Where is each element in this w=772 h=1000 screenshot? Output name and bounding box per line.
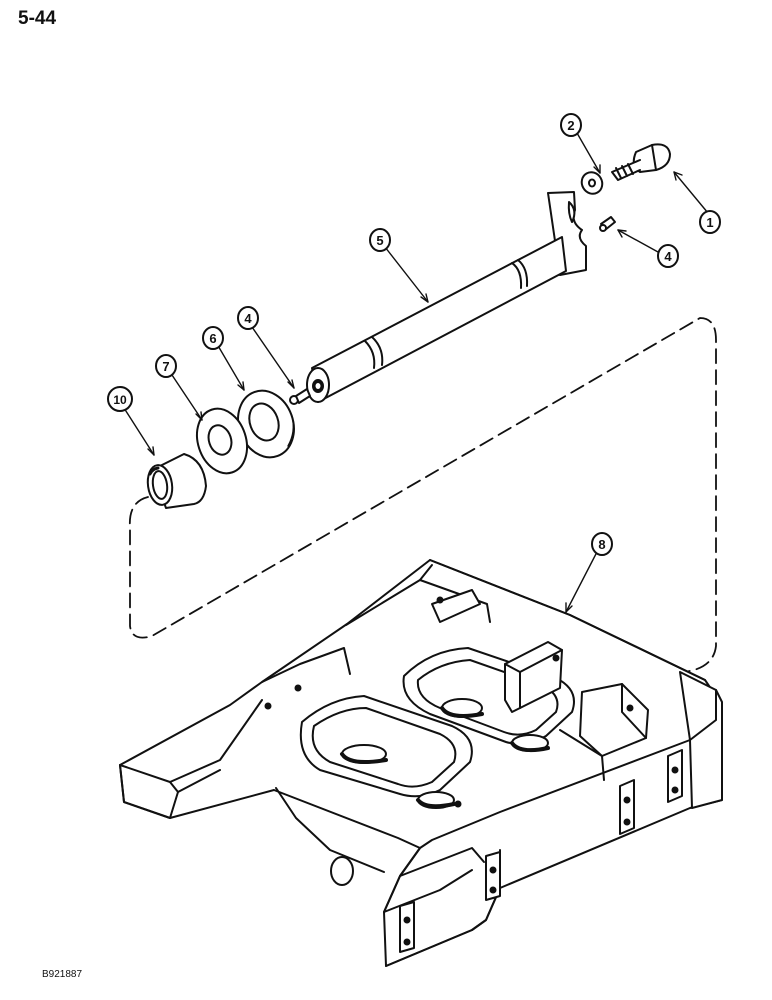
- callout-1-label: 1: [706, 215, 713, 230]
- callout-4-top: 4: [657, 244, 679, 268]
- callout-10: 10: [107, 386, 133, 412]
- callout-8-label: 8: [598, 537, 605, 552]
- callout-5: 5: [369, 228, 391, 252]
- grease-fitting-lower-part: [289, 388, 311, 405]
- callout-6: 6: [202, 326, 224, 350]
- washer-large-part: [196, 407, 248, 475]
- callout-7: 7: [155, 354, 177, 378]
- callout-7-label: 7: [162, 359, 169, 374]
- grease-fitting-top-part: [599, 216, 616, 232]
- assembly-dashed-line: [128, 317, 717, 674]
- thrust-washer-part: [237, 389, 295, 459]
- callout-8: 8: [591, 532, 613, 556]
- callout-2-label: 2: [567, 118, 574, 133]
- page-number: 5-44: [18, 8, 57, 29]
- callout-4-lower: 4: [237, 306, 259, 330]
- callout-10-label: 10: [113, 393, 127, 407]
- leader-lines: [123, 132, 709, 613]
- washer-part: [580, 171, 604, 195]
- bolt-part: [611, 143, 671, 181]
- callout-4-top-label: 4: [664, 249, 672, 264]
- bushing-part: [146, 453, 207, 509]
- callout-6-label: 6: [209, 331, 216, 346]
- callout-2: 2: [560, 113, 582, 137]
- callout-4-lower-label: 4: [244, 311, 252, 326]
- callout-5-label: 5: [376, 233, 383, 248]
- callout-1: 1: [699, 210, 721, 234]
- figure-code: B921887: [42, 969, 83, 980]
- frame-part: [119, 559, 723, 967]
- shaft-part: [306, 191, 587, 403]
